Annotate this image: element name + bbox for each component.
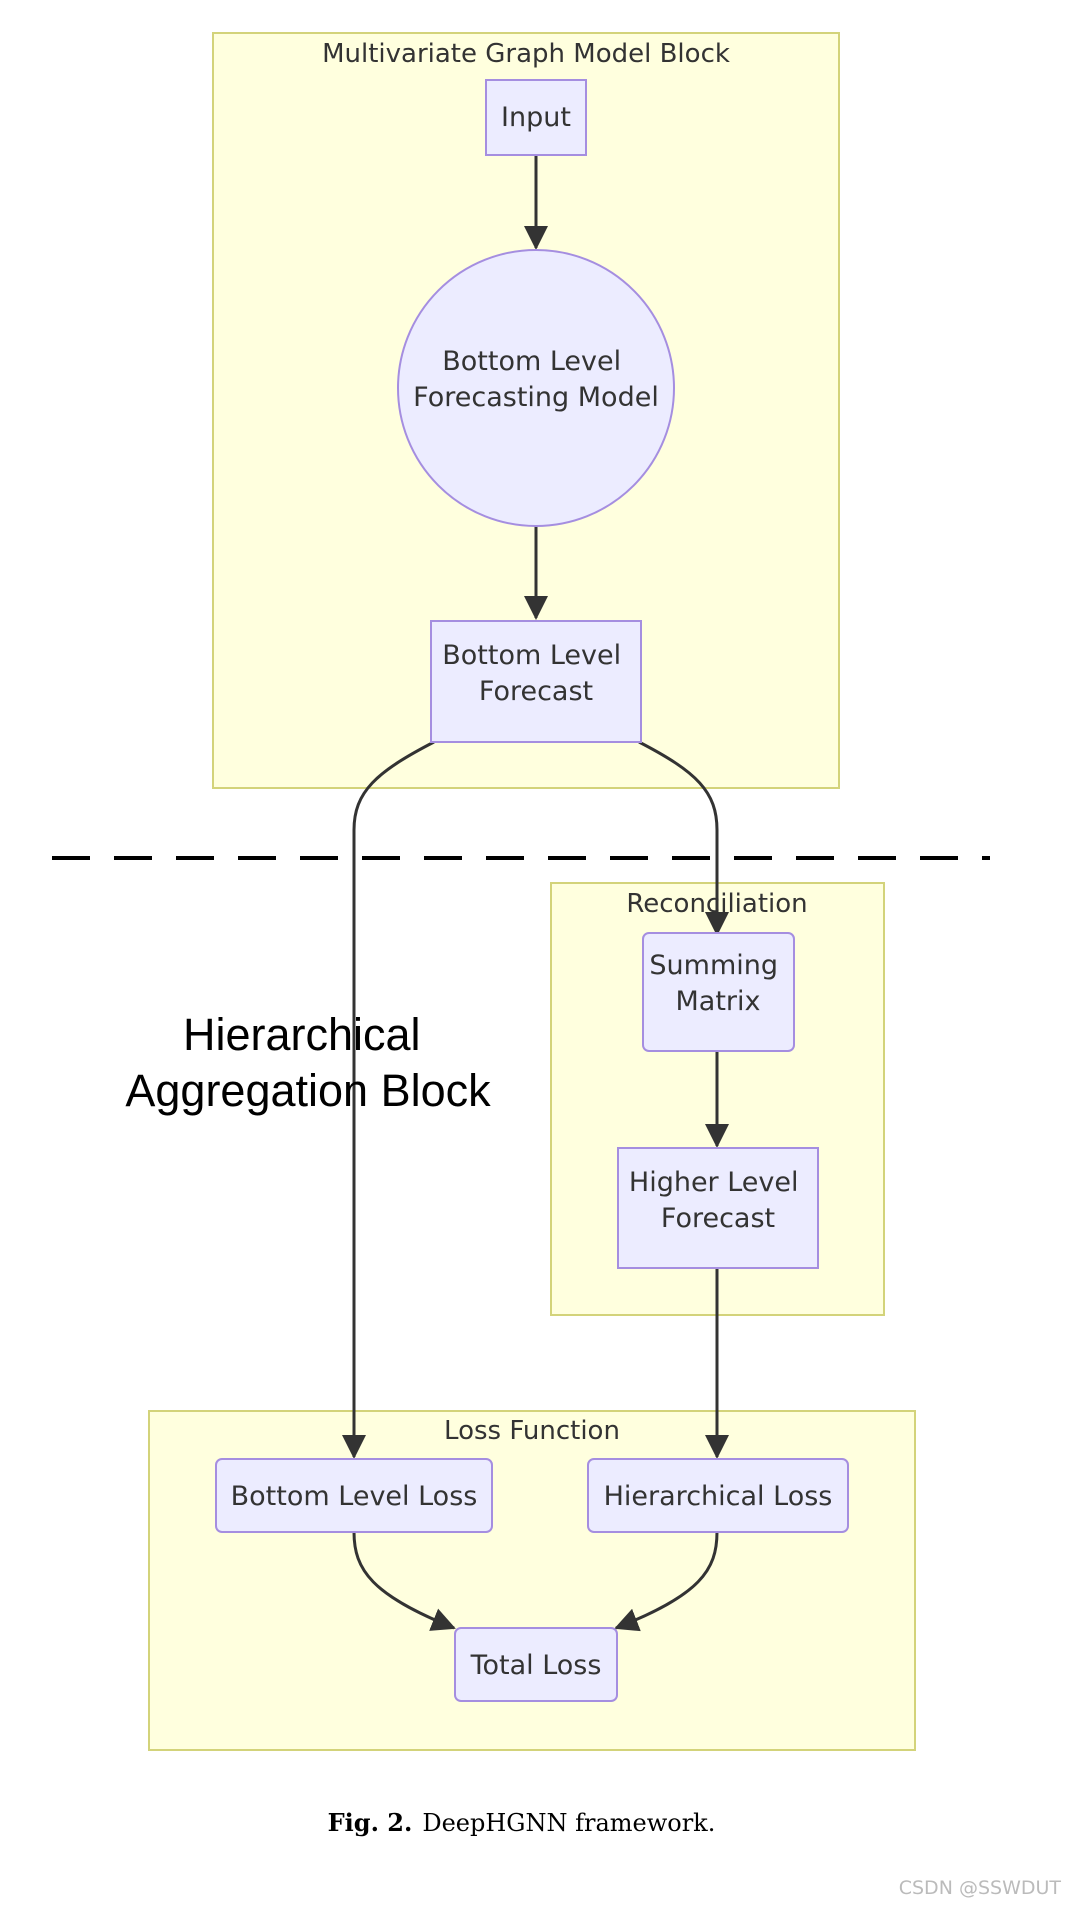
total-loss-node — [454, 1627, 618, 1702]
bottom-loss-label: Bottom Level Loss — [231, 1481, 478, 1512]
bottom-level-loss-node — [215, 1458, 493, 1533]
higher-forecast-label-line2: Forecast — [661, 1203, 775, 1234]
bottom-level-forecasting-model-node — [397, 249, 675, 527]
bottom-model-label: Bottom Level Forecasting Model — [413, 346, 659, 413]
bottom-model-label-line1: Bottom Level — [442, 346, 621, 377]
edge-bottom-loss-to-total — [352, 1531, 456, 1631]
hierarchical-loss-node — [587, 1458, 849, 1533]
edge-forecast-to-summing-matrix — [638, 740, 729, 936]
input-node — [485, 79, 587, 156]
summing-matrix-label: Summing Matrix — [649, 950, 786, 1017]
higher-forecast-label-line1: Higher Level — [629, 1167, 799, 1198]
bottom-forecast-label-line1: Bottom Level — [442, 640, 621, 671]
bottom-forecast-label-line2: Forecast — [479, 676, 593, 707]
multivariate-block-title: Multivariate Graph Model Block — [322, 39, 730, 69]
aggregation-label-line2: Aggregation Block — [125, 1065, 491, 1116]
watermark: CSDN @SSWDUT — [898, 1877, 1061, 1899]
loss-function-title: Loss Function — [444, 1416, 620, 1446]
hierarchical-aggregation-block-label: Hierarchical Aggregation Block — [125, 1009, 491, 1116]
figure-caption: Fig. 2. DeepHGNN framework. — [0, 1808, 1043, 1837]
hierarchical-loss-label: Hierarchical Loss — [604, 1481, 833, 1512]
edge-hierarchical-loss-to-total — [614, 1531, 719, 1632]
bottom-forecast-label: Bottom Level Forecast — [442, 640, 629, 707]
bottom-model-label-line2: Forecasting Model — [413, 382, 659, 413]
total-loss-label: Total Loss — [470, 1650, 602, 1681]
edge-forecast-to-bottom-loss — [342, 740, 435, 1459]
bottom-level-forecast-node — [430, 620, 642, 743]
input-label: Input — [501, 102, 571, 133]
figure-number: Fig. 2. — [327, 1808, 413, 1837]
summing-matrix-label-line1: Summing — [649, 950, 778, 981]
higher-level-forecast-node — [617, 1147, 819, 1269]
higher-forecast-label: Higher Level Forecast — [629, 1167, 807, 1234]
aggregation-label-line1: Hierarchical — [183, 1009, 421, 1060]
summing-matrix-label-line2: Matrix — [675, 986, 760, 1017]
summing-matrix-node — [642, 932, 795, 1052]
reconciliation-title: Reconciliation — [626, 889, 807, 919]
figure-caption-text: DeepHGNN framework. — [422, 1809, 716, 1837]
